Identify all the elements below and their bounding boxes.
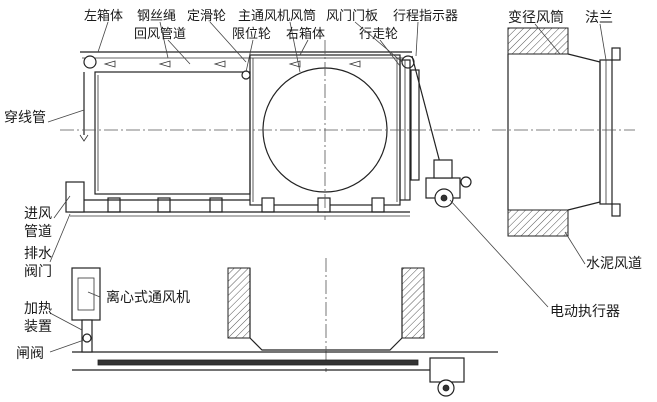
label-reducer-duct: 变径风筒 [508, 9, 564, 26]
electric-actuator [425, 159, 472, 208]
label-heater-1: 加热 [24, 301, 52, 317]
label-inlet-pipe-1: 进风 [24, 206, 52, 222]
label-return-duct: 回风管道 [134, 27, 186, 42]
label-electric-actuator: 电动执行器 [550, 304, 620, 320]
reducer-duct [567, 53, 601, 211]
side-view [492, 27, 635, 237]
label-inlet-pipe-2: 管道 [24, 224, 52, 240]
label-flange: 法兰 [585, 10, 613, 26]
label-drain-valve-2: 阀门 [24, 264, 52, 280]
label-centrifugal-fan: 离心式通风机 [106, 289, 190, 306]
centrifugal-fan [71, 267, 101, 321]
plan-wall-left [227, 267, 251, 339]
limit-wheel [241, 70, 251, 80]
fixed-pulley-left [83, 55, 97, 69]
label-main-duct: 主通风机风筒 [238, 8, 316, 24]
cement-wall-top [507, 27, 569, 55]
label-right-box: 右箱体 [286, 26, 325, 42]
leader-lines [47, 21, 607, 353]
label-fixed-pulley: 定滑轮 [187, 9, 226, 24]
label-heater-2: 装置 [24, 319, 52, 335]
label-wire-rope: 钢丝绳 [137, 9, 176, 24]
label-gate-valve: 闸阀 [16, 346, 44, 362]
return-duct-arrows [103, 60, 361, 68]
plan-door-plate [97, 359, 419, 366]
inlet-pipe-block [65, 181, 85, 213]
label-limit-wheel: 限位轮 [232, 27, 271, 42]
door-frame [410, 69, 420, 181]
label-walking-wheel: 行走轮 [359, 27, 398, 42]
gate-valve [82, 333, 92, 343]
label-left-box: 左箱体 [84, 8, 123, 24]
label-door-plate: 风门门板 [326, 9, 378, 24]
travel-indicator-rod [411, 55, 445, 179]
label-travel-indicator: 行程指示器 [393, 9, 458, 24]
label-drain-valve-1: 排水 [24, 246, 52, 262]
cement-wall-bottom [507, 209, 569, 237]
label-cement-duct: 水泥风道 [586, 256, 642, 272]
door-assembly [60, 40, 480, 220]
left-box [94, 71, 251, 195]
plan-wall-right [401, 267, 425, 339]
label-threading-pipe: 穿线管 [4, 110, 46, 126]
plan-actuator [429, 357, 465, 383]
plan-view [71, 258, 498, 397]
